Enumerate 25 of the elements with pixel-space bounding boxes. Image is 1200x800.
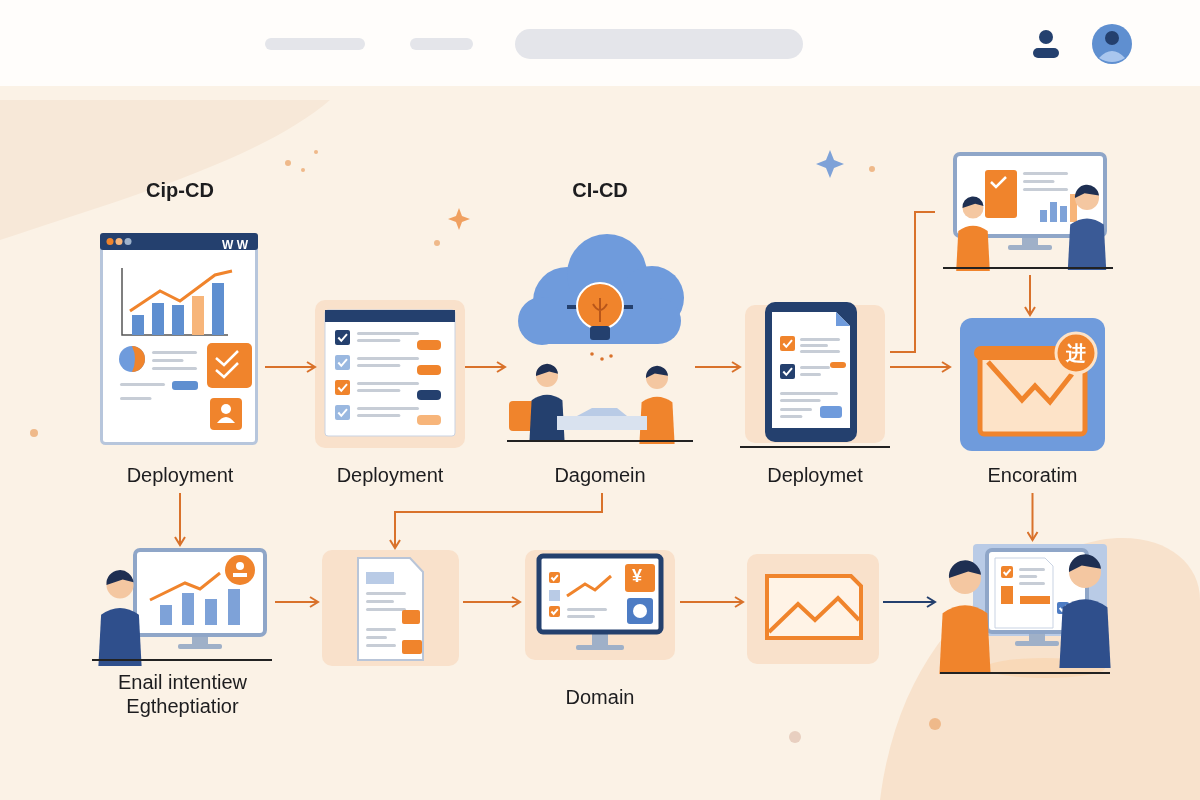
step-label: Enail intentiew Egtheptiatior (117, 670, 248, 718)
step-label: Encoratim (986, 463, 1079, 487)
section-heading: CI-CD (571, 178, 629, 202)
arrow (679, 596, 744, 608)
section-heading: Cip-CD (145, 178, 215, 202)
step-label: Deploymet (766, 463, 864, 487)
arrow (264, 361, 316, 373)
arrow (889, 361, 951, 373)
arrow (1024, 274, 1036, 316)
arrow (882, 596, 936, 608)
arrow (389, 492, 603, 549)
step-label: Deployment (125, 463, 235, 487)
arrow (274, 596, 319, 608)
arrow (464, 361, 506, 373)
arrow (694, 361, 741, 373)
step-label: Deployment (335, 463, 445, 487)
currency-symbol: ¥ (631, 566, 643, 587)
step-label: Domain (564, 685, 636, 709)
step-label: Dagomein (553, 463, 647, 487)
arrow (1026, 492, 1039, 541)
arrow (462, 596, 521, 608)
window-title-text: W W (221, 238, 249, 252)
badge-character: 进 (1065, 341, 1087, 366)
arrow (174, 492, 186, 546)
connector-line (889, 211, 936, 353)
